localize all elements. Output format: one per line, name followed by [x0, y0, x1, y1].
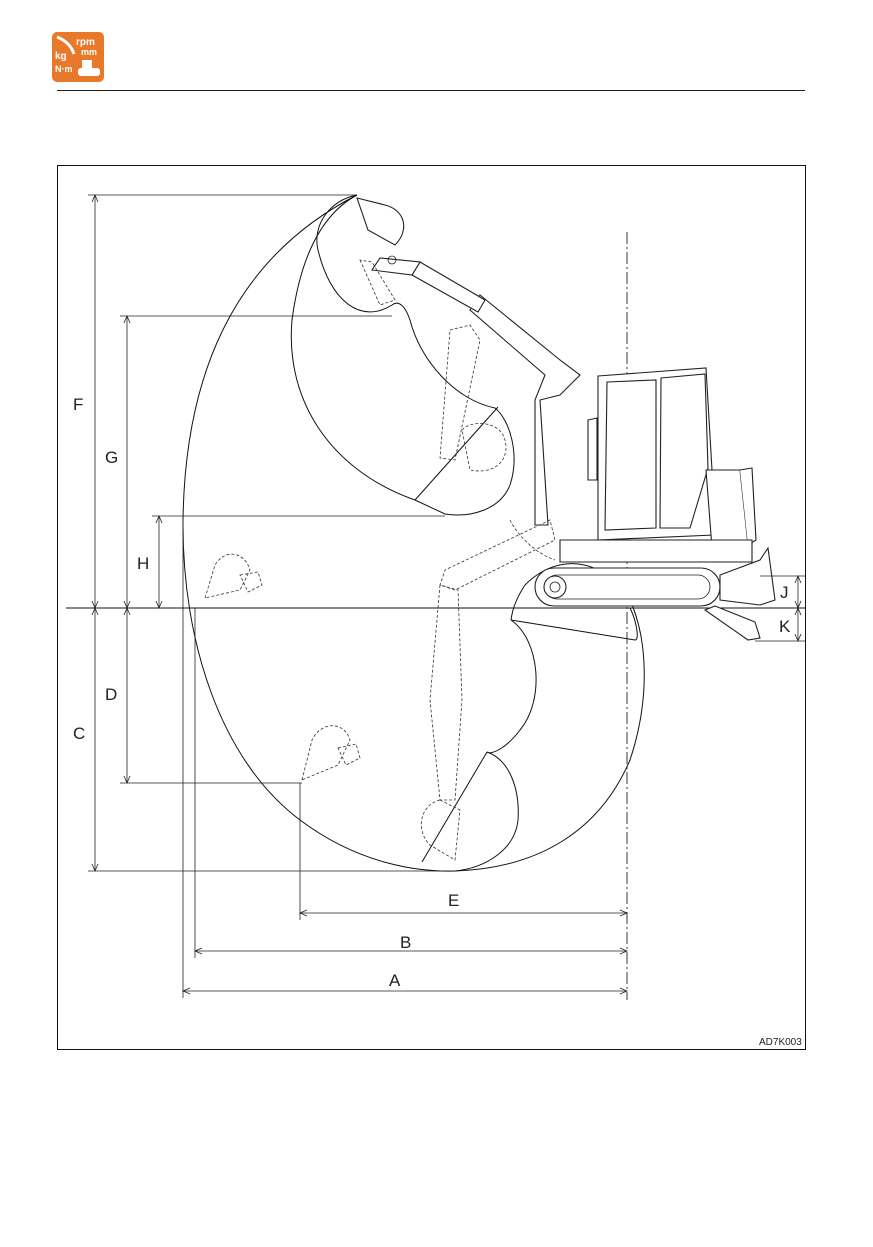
label-b: B [400, 933, 411, 952]
excavator-machine [205, 198, 775, 860]
lower-envelope-top [511, 608, 637, 640]
mid-bucket-edge [415, 407, 498, 500]
label-k: K [779, 617, 791, 636]
label-e: E [448, 891, 459, 910]
inner-upper-envelope [291, 195, 514, 515]
outer-reach-envelope [183, 195, 644, 871]
label-d: D [105, 685, 117, 704]
label-f: F [73, 395, 83, 414]
lower-scallop-1 [487, 620, 536, 753]
label-c: C [73, 724, 85, 743]
label-a: A [389, 971, 401, 990]
label-g: G [105, 448, 118, 467]
label-h: H [137, 554, 149, 573]
lower-scallop-2 [455, 752, 518, 871]
label-j: J [780, 583, 789, 602]
figure-id: AD7K003 [759, 1037, 802, 1048]
